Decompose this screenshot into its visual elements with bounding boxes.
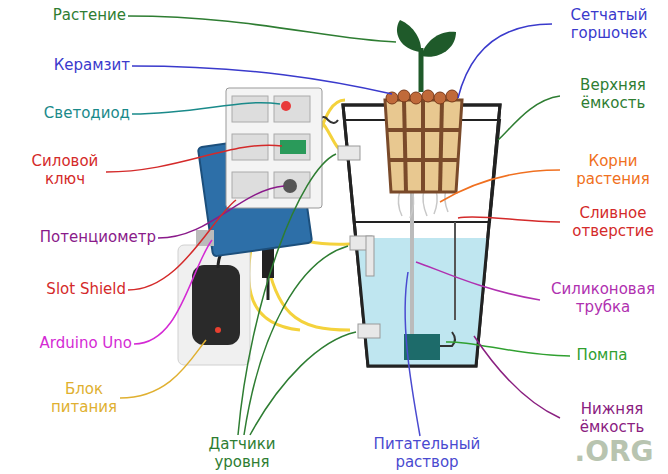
part-label: Растение [20,6,126,24]
watermark: .ORG [566,436,662,467]
part-label: Верхняя ёмкость [562,76,664,112]
part-label: Блок питания [50,380,118,416]
part-label: Датчики уровня [186,435,298,471]
part-label: Сетчатый горшочек [554,6,664,42]
part-label: Светодиод [10,104,130,122]
part-label: Питательный раствор [352,435,502,471]
part-label: Потенциометр [4,228,156,246]
part-label: Корни растения [562,152,664,188]
part-label: Керамзит [10,56,130,74]
part-label: Силовой ключ [26,152,104,188]
part-label: Сливное отверстие [562,204,664,240]
part-label: Arduino Uno [10,334,132,352]
part-label: Slot Shield [10,280,126,298]
part-label: Помпа [572,346,632,364]
part-label: Силиконовая трубка [542,280,664,316]
part-label: Нижняя ёмкость [560,400,664,436]
